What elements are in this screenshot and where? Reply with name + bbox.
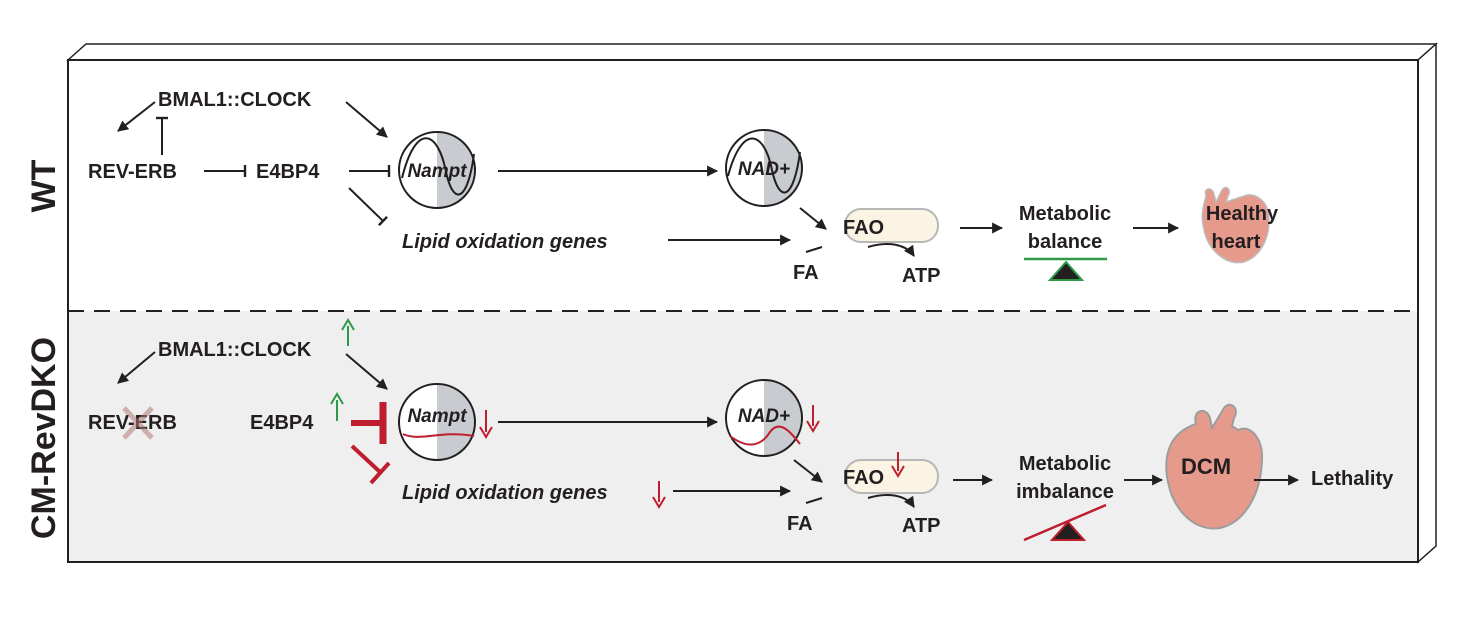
wt-nampt-dial-icon	[398, 131, 476, 209]
wt-metabolic-label-line2: balance	[1028, 231, 1102, 253]
wt-metabolic-label-line1: Metabolic	[1019, 203, 1111, 225]
wt-bmal1-clock-label: BMAL1::CLOCK	[158, 89, 312, 111]
wt-nad-dial-icon	[725, 129, 803, 207]
ko-lipid-genes-label: Lipid oxidation genes	[402, 482, 608, 504]
ko-mitochondrion-icon	[844, 459, 939, 494]
wt-healthy-heart-icon	[1201, 186, 1270, 264]
ko-dcm-heart-icon	[1165, 403, 1264, 530]
ko-arrow-nad-to-fao	[793, 459, 823, 483]
ko-fa-label: FA	[787, 513, 813, 535]
ko-metabolic-label-line2: imbalance	[1016, 481, 1114, 503]
ko-dcm-label: DCM	[1181, 454, 1231, 479]
ko-e4bp4-label: E4BP4	[250, 412, 314, 434]
ko-arrow-fao-to-atp	[867, 494, 915, 508]
wt-panel: BMAL1::CLOCK REV-ERB E4BP4 Nampt NAD+ Li…	[88, 89, 1279, 287]
wt-rev-erb-label: REV-ERB	[88, 161, 177, 183]
wt-arrow-nad-to-fao	[799, 207, 827, 230]
ko-nampt-down-arrow-icon	[479, 410, 493, 439]
ko-imbalance-scale-icon	[1023, 503, 1107, 542]
wt-mitochondrion-icon	[844, 208, 939, 243]
wt-arrow-fao-to-atp	[867, 243, 915, 257]
ko-arrow-bmal-to-reverb	[117, 351, 156, 384]
wt-heart-label-line2: heart	[1212, 231, 1261, 253]
ko-arrow-bmal-to-nampt	[345, 353, 388, 390]
ko-nad-label: NAD+	[738, 406, 790, 427]
ko-lipid-down-arrow-icon	[652, 481, 666, 509]
wt-atp-label: ATP	[902, 265, 941, 287]
wt-arrow-bmal-to-nampt	[345, 101, 388, 138]
ko-rev-erb-label: REV-ERB	[88, 412, 177, 434]
wt-e4bp4-label: E4BP4	[256, 161, 320, 183]
ko-inhibit-e4bp4-to-nampt	[351, 402, 387, 444]
ko-atp-label: ATP	[902, 515, 941, 537]
wt-fa-label: FA	[793, 262, 819, 284]
wt-fao-label: FAO	[843, 217, 884, 239]
ko-nad-down-arrow-icon	[806, 405, 820, 433]
ko-nampt-label: Nampt	[407, 406, 467, 427]
ko-bmal-up-arrow-icon	[341, 318, 355, 346]
ko-fao-label: FAO	[843, 467, 884, 489]
wt-inhibit-e4bp4-to-lipid	[348, 187, 389, 227]
wt-nampt-label: Nampt	[407, 161, 467, 182]
ko-nad-dial-icon	[725, 379, 803, 457]
wt-arrow-bmal-to-reverb	[117, 101, 156, 132]
wt-fa-tick	[805, 246, 823, 253]
ko-inhibit-e4bp4-to-lipid	[350, 444, 391, 485]
wt-heart-label-line1: Healthy	[1206, 203, 1279, 225]
ko-rev-erb-deleted-x-icon	[122, 406, 154, 440]
ko-e4bp4-up-arrow-icon	[330, 392, 344, 421]
ko-metabolic-label-line1: Metabolic	[1019, 453, 1111, 475]
wt-nad-label: NAD+	[738, 159, 790, 180]
ko-nampt-dial-icon	[398, 383, 476, 461]
ko-bmal1-clock-label: BMAL1::CLOCK	[158, 339, 312, 361]
ko-panel-label: CM-RevDKO	[25, 337, 63, 539]
wt-panel-label: WT	[25, 159, 63, 212]
ko-lethality-label: Lethality	[1311, 468, 1394, 490]
ko-fao-down-arrow-icon	[891, 452, 905, 478]
ko-fa-tick	[805, 497, 823, 504]
ko-panel: BMAL1::CLOCK REV-ERB E4BP4	[88, 318, 1394, 542]
wt-lipid-genes-label: Lipid oxidation genes	[402, 231, 608, 253]
wt-balance-scale-icon	[1024, 257, 1107, 281]
